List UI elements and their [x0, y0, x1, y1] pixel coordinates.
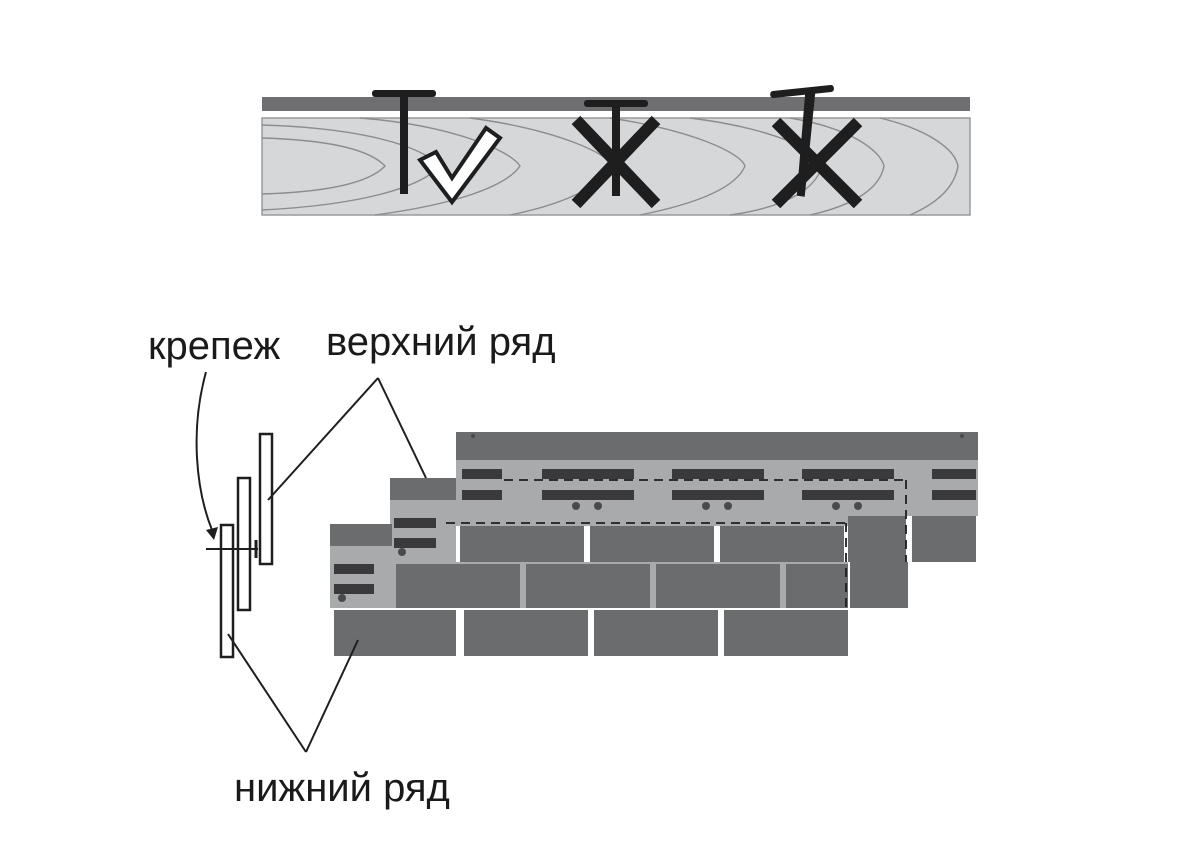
shingle-side-profile [206, 432, 274, 659]
lower-row-label: нижний ряд [234, 766, 450, 810]
lower-shingle-profile [219, 523, 235, 659]
cross-mark-icon [771, 117, 863, 209]
arrow-head-icon [206, 527, 218, 540]
leader-lines [195, 371, 427, 753]
nailing-cross-section [261, 84, 971, 216]
shingle-row-2 [390, 478, 908, 608]
shingle-row-3 [456, 432, 978, 562]
correct-nail [372, 90, 503, 206]
angled-nail [770, 84, 863, 209]
overdriven-nail [571, 100, 661, 209]
fastener-nail-icon [206, 540, 258, 558]
upper-shingle-profile [258, 432, 274, 566]
fastener-arrow [195, 371, 213, 531]
overlap-guide-lines [446, 479, 907, 610]
middle-shingle-profile [236, 476, 252, 612]
cross-mark-icon [571, 115, 661, 209]
fastener-label: крепеж [148, 324, 281, 368]
upper-row-label: верхний ряд [326, 320, 556, 364]
check-mark-icon [416, 125, 503, 206]
wood-grain [261, 117, 959, 216]
